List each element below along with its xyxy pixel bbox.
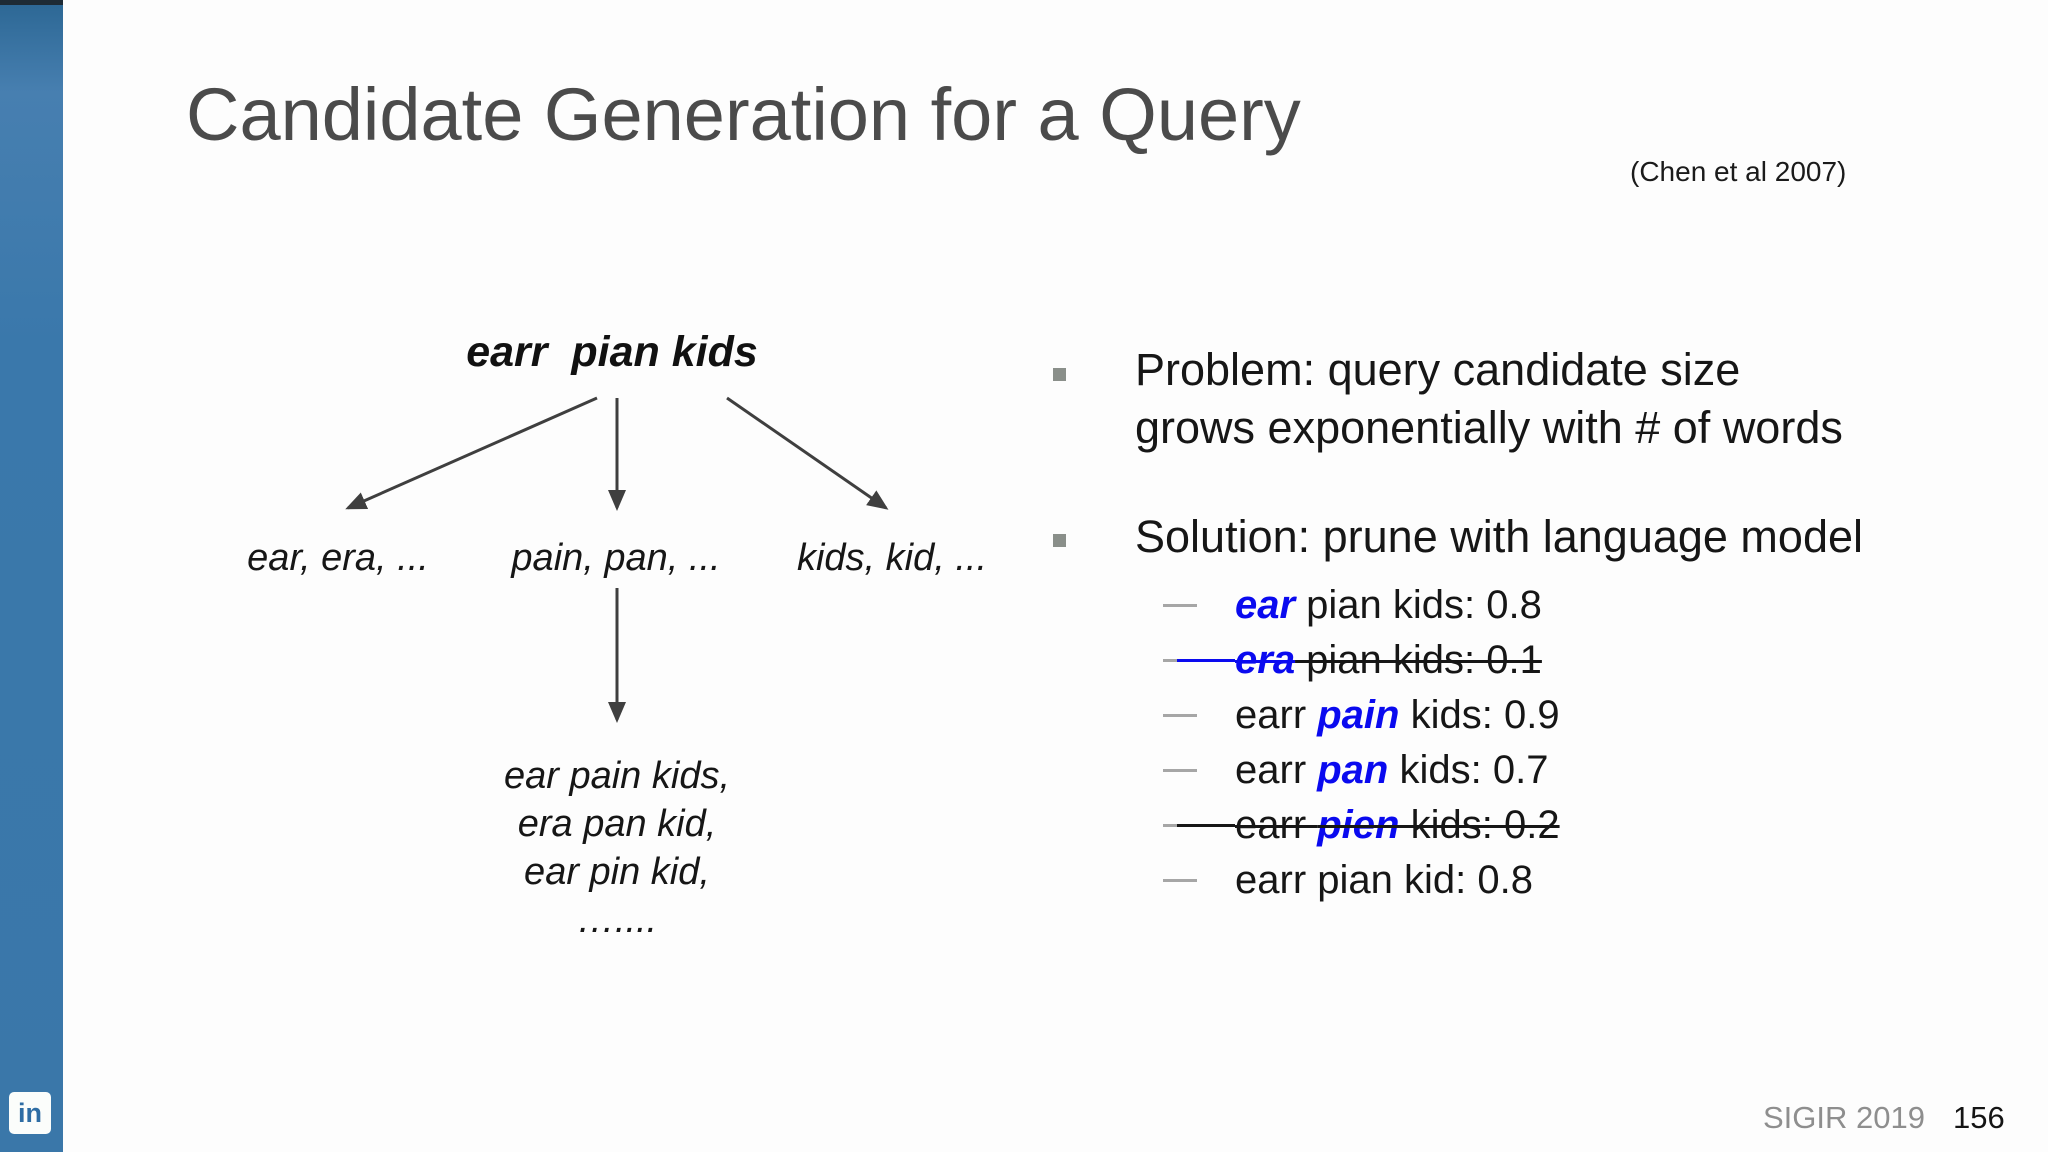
candidate-word: earr (1235, 803, 1318, 847)
candidate-word: kids: 0.7 (1388, 748, 1549, 792)
candidate-text: earr pien kids: 0.2 (1235, 803, 1560, 847)
candidate-item: earr pain kids: 0.9 (1163, 688, 1560, 743)
candidate-text: earr pan kids: 0.7 (1235, 748, 1548, 792)
dash-bullet-icon (1163, 743, 1235, 798)
dash-bullet-icon (1163, 578, 1235, 633)
candidate-item: earr pian kid: 0.8 (1163, 853, 1533, 908)
page-title: Candidate Generation for a Query (186, 73, 1301, 156)
candidate-word: kids: 0.2 (1399, 803, 1560, 847)
candidate-word-highlight: ear (1235, 583, 1296, 627)
dash-bullet-icon (1163, 688, 1235, 743)
candidate-word-highlight: pan (1317, 748, 1389, 792)
candidate-word-highlight: pain (1317, 693, 1400, 737)
candidate-item: ear pian kids: 0.8 (1163, 578, 1542, 633)
candidate-word-highlight: era (1235, 638, 1296, 682)
arrow-root-to-ear (345, 396, 598, 510)
bullet-solution-line1: Solution: prune with language model (1135, 511, 1863, 562)
candidate-text: era pian kids: 0.1 (1235, 638, 1542, 682)
tree-root-query: earr pian kids (466, 328, 758, 376)
candidate-text: earr pain kids: 0.9 (1235, 693, 1560, 737)
tree-node-ear-candidates: ear, era, ... (247, 537, 429, 579)
candidate-word: kids: 0.9 (1399, 693, 1560, 737)
citation: (Chen et al 2007) (1630, 156, 1847, 187)
linkedin-icon: in (9, 1092, 51, 1134)
candidate-text: ear pian kids: 0.8 (1235, 583, 1542, 627)
bullet-problem-line1: Problem: query candidate size (1135, 344, 1741, 395)
expansion-line: ….... (576, 899, 658, 941)
left-accent-bar: in (0, 0, 63, 1152)
candidate-word: earr (1235, 748, 1318, 792)
tree-node-kids-candidates: kids, kid, ... (796, 537, 988, 579)
tree-expansion-list: ear pain kids, era pan kid, ear pin kid,… (504, 752, 730, 944)
candidate-item: earr pan kids: 0.7 (1163, 743, 1548, 798)
dash-bullet-icon (1163, 853, 1235, 908)
strike-lead-line (1177, 659, 1235, 662)
candidate-text: earr pian kid: 0.8 (1235, 858, 1533, 902)
arrow-root-to-kids (726, 396, 889, 510)
candidate-word: earr (1235, 693, 1318, 737)
square-bullet-icon (1053, 368, 1066, 381)
expansion-line: ear pain kids, (503, 755, 731, 797)
footer-conference: SIGIR 2019 (1763, 1100, 1925, 1135)
candidate-word: earr pian kid: 0.8 (1235, 858, 1533, 902)
candidate-item: era pian kids: 0.1 (1163, 633, 1542, 688)
tree-node-pain-candidates: pain, pan, ... (511, 537, 721, 579)
strike-lead-line (1177, 824, 1235, 827)
expansion-line: ear pin kid, (524, 851, 710, 893)
candidate-word-highlight: pien (1317, 803, 1400, 847)
bullet-problem-line2: grows exponentially with # of words (1135, 402, 1843, 453)
footer-page-number: 156 (1953, 1100, 2005, 1135)
candidate-word: pian kids: 0.1 (1295, 638, 1542, 682)
linkedin-icon-label: in (18, 1097, 42, 1128)
candidate-word: pian kids: 0.8 (1295, 583, 1542, 627)
square-bullet-icon (1053, 534, 1066, 547)
bullet-problem: Problem: query candidate size grows expo… (1135, 341, 1843, 457)
candidate-item: earr pien kids: 0.2 (1163, 798, 1560, 853)
expansion-line: era pan kid, (517, 803, 717, 845)
bullet-solution: Solution: prune with language model (1135, 508, 1863, 566)
